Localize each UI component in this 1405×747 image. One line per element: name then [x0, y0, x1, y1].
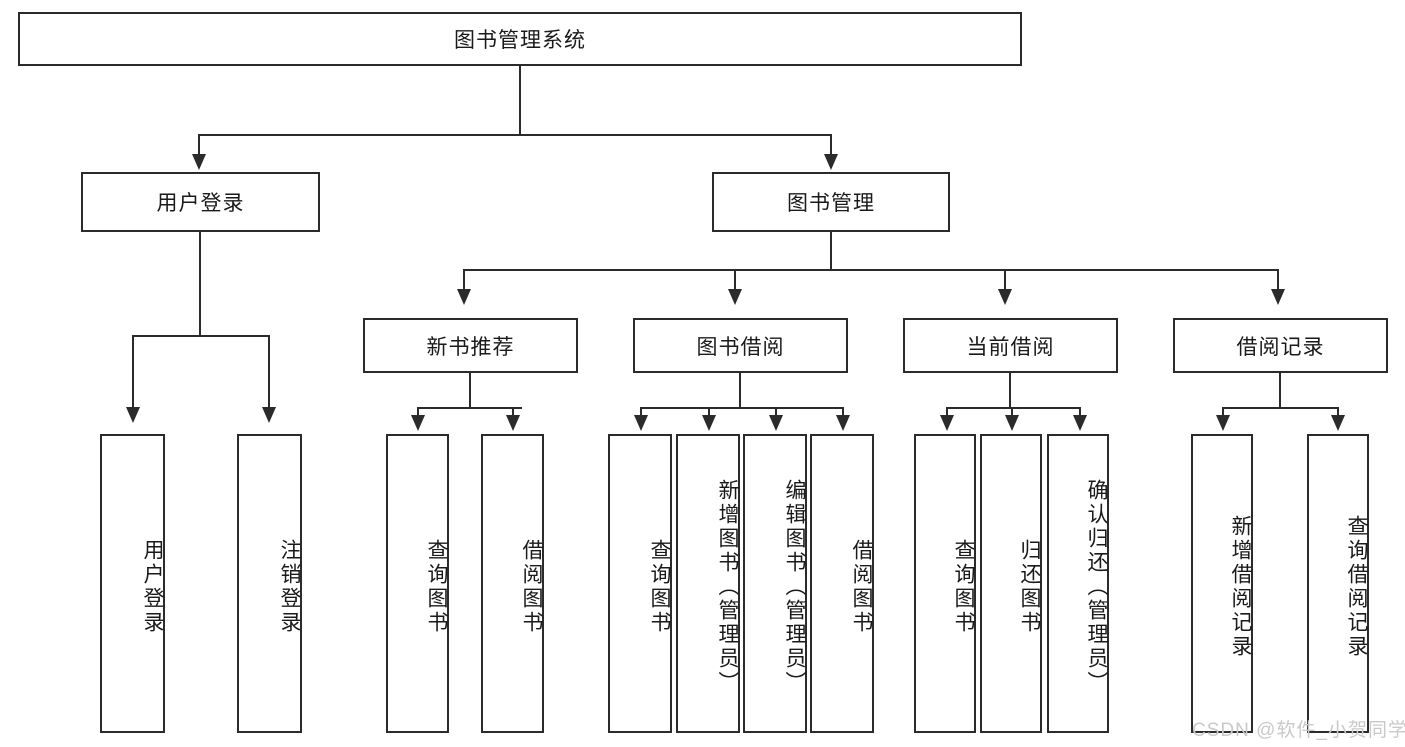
connector-book-manage-stem — [830, 232, 832, 271]
connector-drop-br-add — [1222, 407, 1224, 417]
arrowhead-bb-query — [634, 415, 648, 431]
leaf-bb-add-book-admin[interactable]: 新增图书（管理员） — [676, 434, 740, 733]
node-label: 借阅图书 — [520, 538, 543, 635]
node-root-system[interactable]: 图书管理系统 — [18, 12, 1022, 66]
node-label: 新书推荐 — [426, 335, 515, 359]
node-label: 查询图书 — [648, 538, 671, 635]
connector-drop-current-borrow — [1004, 269, 1006, 291]
arrowhead-book-manage — [824, 154, 838, 170]
leaf-user-login[interactable]: 用户登录 — [100, 434, 165, 733]
arrowhead-leaf-logout — [262, 407, 276, 423]
connector-drop-nb-borrow — [512, 407, 514, 417]
connector-borrow-record-bus — [1222, 407, 1339, 409]
node-label: 图书借阅 — [696, 335, 785, 359]
leaf-br-query-record[interactable]: 查询借阅记录 — [1307, 434, 1369, 733]
connector-new-book-stem — [469, 373, 471, 409]
node-label: 查询借阅记录 — [1345, 514, 1368, 659]
arrowhead-nb-borrow — [506, 415, 520, 431]
leaf-logout[interactable]: 注销登录 — [237, 434, 302, 733]
connector-drop-leaf-user-login — [132, 335, 134, 409]
node-label: 查询图书 — [952, 538, 975, 635]
arrowhead-br-query — [1331, 415, 1345, 431]
connector-book-borrow-bus — [640, 407, 844, 409]
leaf-bb-query-book[interactable]: 查询图书 — [608, 434, 672, 733]
arrowhead-borrow-record — [1271, 289, 1285, 305]
arrowhead-cb-query — [940, 415, 954, 431]
node-book-management[interactable]: 图书管理 — [712, 172, 950, 232]
connector-drop-bb-query — [640, 407, 642, 417]
csdn-watermark: CSDN @软件_小贺同学 — [1192, 720, 1405, 741]
node-label: 新增图书（管理员） — [716, 478, 739, 695]
node-label: 用户登录 — [156, 192, 245, 215]
arrowhead-br-add — [1216, 415, 1230, 431]
connector-user-login-stem — [199, 232, 201, 336]
node-book-borrow[interactable]: 图书借阅 — [633, 318, 848, 373]
node-label: 借阅记录 — [1236, 335, 1325, 359]
node-new-book-recommend[interactable]: 新书推荐 — [363, 318, 578, 373]
node-label: 查询图书 — [425, 538, 448, 635]
leaf-cb-confirm-return-admin[interactable]: 确认归还（管理员） — [1047, 434, 1109, 733]
node-user-login[interactable]: 用户登录 — [81, 172, 320, 232]
connector-drop-nb-query — [417, 407, 419, 417]
arrowhead-bb-borrow — [836, 415, 850, 431]
arrowhead-leaf-user-login — [126, 407, 140, 423]
arrowhead-new-book — [457, 289, 471, 305]
connector-current-borrow-stem — [1009, 373, 1011, 409]
leaf-cb-query-book[interactable]: 查询图书 — [914, 434, 976, 733]
connector-new-book-bus — [417, 407, 522, 409]
arrowhead-bb-edit — [769, 415, 783, 431]
leaf-bb-edit-book-admin[interactable]: 编辑图书（管理员） — [743, 434, 807, 733]
arrowhead-bb-add — [702, 415, 716, 431]
node-current-borrow[interactable]: 当前借阅 — [903, 318, 1118, 373]
leaf-nb-query-book[interactable]: 查询图书 — [386, 434, 449, 733]
connector-root-stem — [519, 66, 521, 135]
node-label: 确认归还（管理员） — [1085, 478, 1108, 695]
node-label: 归还图书 — [1018, 538, 1041, 635]
node-label: 图书管理 — [787, 192, 875, 215]
connector-drop-bb-edit — [775, 407, 777, 417]
node-label: 注销登录 — [278, 538, 301, 635]
arrowhead-cb-confirm — [1073, 415, 1087, 431]
arrowhead-book-borrow — [728, 289, 742, 305]
connector-root-bus — [198, 134, 831, 136]
connector-drop-borrow-record — [1277, 269, 1279, 291]
leaf-bb-borrow-book[interactable]: 借阅图书 — [810, 434, 874, 733]
connector-drop-new-book — [463, 269, 465, 291]
connector-drop-cb-query — [946, 407, 948, 417]
connector-borrow-record-stem — [1279, 373, 1281, 409]
leaf-cb-return-book[interactable]: 归还图书 — [980, 434, 1042, 733]
connector-drop-bb-add — [708, 407, 710, 417]
node-label: 借阅图书 — [850, 538, 873, 635]
node-label: 新增借阅记录 — [1229, 514, 1252, 659]
node-label: 用户登录 — [141, 538, 164, 635]
arrowhead-cb-return — [1005, 415, 1019, 431]
connector-book-manage-bus — [463, 269, 1279, 271]
connector-drop-cb-return — [1011, 407, 1013, 417]
connector-drop-book-borrow — [734, 269, 736, 291]
node-label: 当前借阅 — [966, 335, 1055, 359]
leaf-nb-borrow-book[interactable]: 借阅图书 — [481, 434, 544, 733]
leaf-br-add-record[interactable]: 新增借阅记录 — [1191, 434, 1253, 733]
connector-drop-cb-confirm — [1079, 407, 1081, 417]
connector-drop-leaf-logout — [268, 335, 270, 409]
connector-drop-bb-borrow — [842, 407, 844, 417]
connector-drop-book-manage — [830, 134, 832, 156]
connector-current-borrow-bus — [946, 407, 1080, 409]
node-borrow-record[interactable]: 借阅记录 — [1173, 318, 1388, 373]
connector-drop-user-login — [198, 134, 200, 156]
connector-user-login-bus — [132, 335, 268, 337]
connector-book-borrow-stem — [739, 373, 741, 409]
arrowhead-nb-query — [411, 415, 425, 431]
node-label: 图书管理系统 — [454, 29, 586, 52]
arrowhead-current-borrow — [998, 289, 1012, 305]
connector-drop-br-query — [1337, 407, 1339, 417]
node-label: 编辑图书（管理员） — [783, 478, 806, 695]
arrowhead-user-login — [192, 154, 206, 170]
